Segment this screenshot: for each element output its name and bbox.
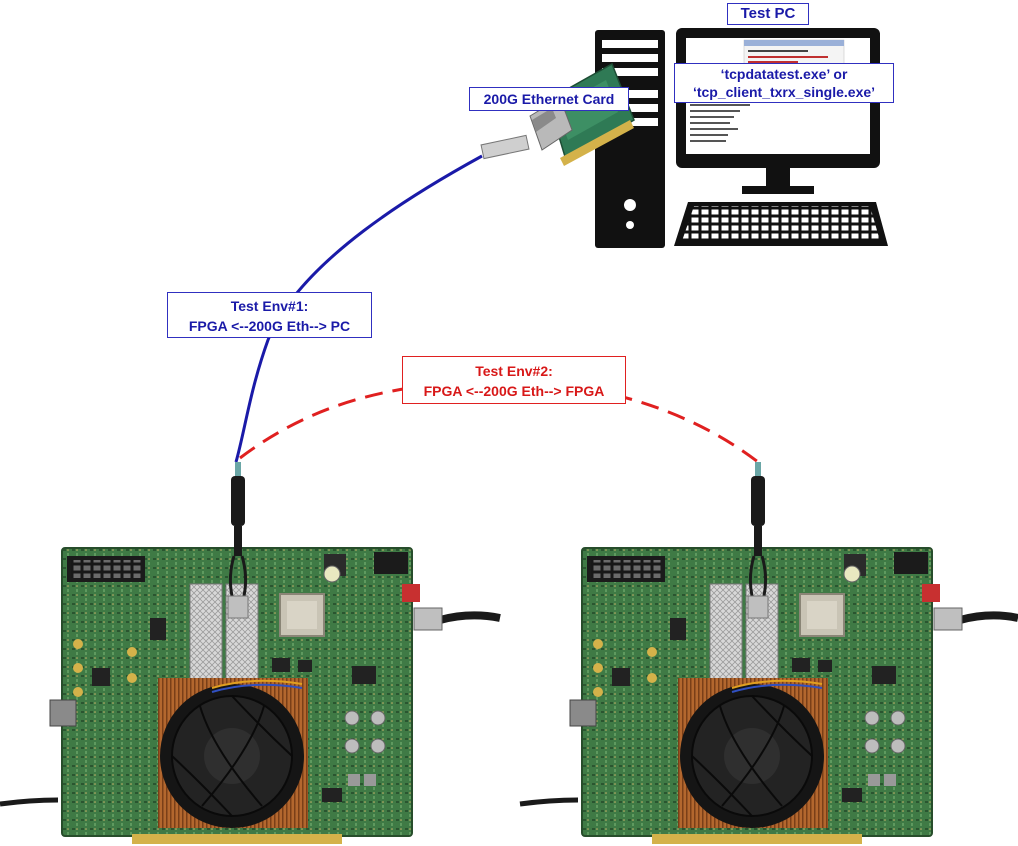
env2-cable (239, 378, 759, 464)
ethernet-card-text: 200G Ethernet Card (483, 91, 615, 107)
test-pc-label: Test PC (727, 3, 809, 25)
keyboard-icon (674, 202, 888, 246)
env2-label: Test Env#2: FPGA <--200G Eth--> FPGA (402, 356, 626, 404)
app-name-line1: ‘tcpdatatest.exe’ or (720, 66, 848, 82)
env2-title: Test Env#2: (475, 363, 553, 379)
env2-desc: FPGA <--200G Eth--> FPGA (423, 383, 605, 399)
fpga-board-icon (569, 547, 941, 845)
env1-title: Test Env#1: (230, 298, 309, 314)
monitor-icon (676, 28, 880, 194)
transceiver-module (480, 134, 530, 160)
app-name-label: ‘tcpdatatest.exe’ or ‘tcp_client_txrx_si… (674, 63, 894, 103)
env1-desc: FPGA <--200G Eth--> PC (188, 318, 351, 334)
board-cables (0, 607, 1018, 807)
fpga-board-icon (49, 547, 421, 845)
test-pc-text: Test PC (740, 5, 796, 22)
ethernet-card-label: 200G Ethernet Card (469, 87, 629, 111)
app-name-line2: ‘tcp_client_txrx_single.exe’ (692, 84, 876, 100)
env1-label: Test Env#1: FPGA <--200G Eth--> PC (167, 292, 372, 338)
